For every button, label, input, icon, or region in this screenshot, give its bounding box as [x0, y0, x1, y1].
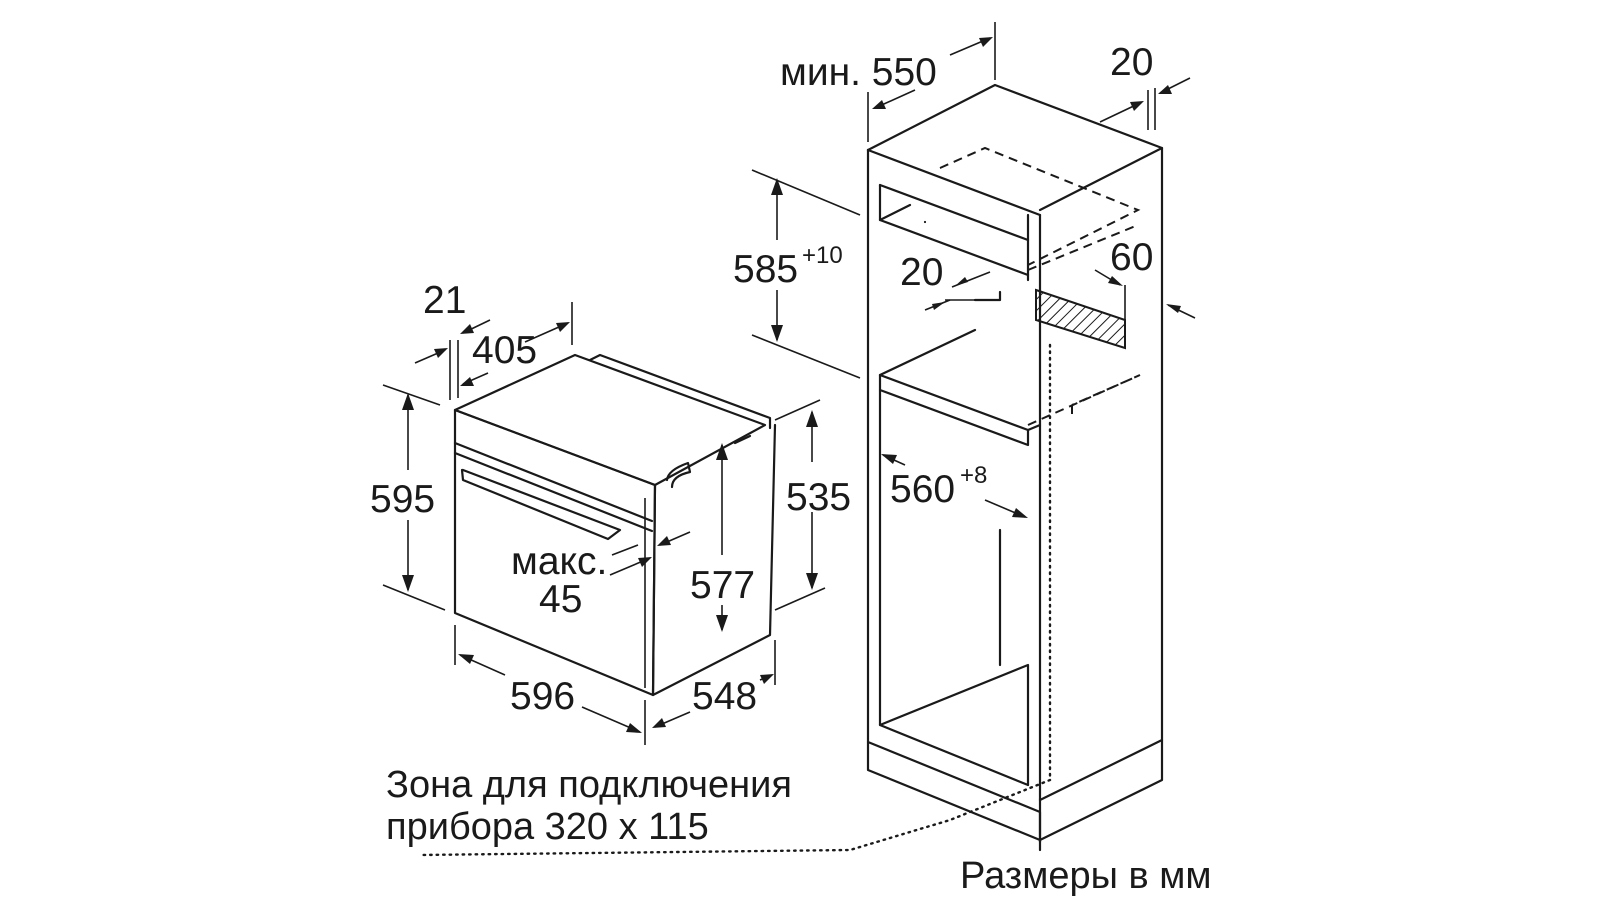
oven-dimensions	[382, 302, 826, 745]
niche-height-tolerance: +10	[802, 242, 843, 269]
oven-depth-21-label: 21	[423, 279, 466, 322]
oven-drawing	[453, 353, 777, 697]
cabinet-top-20-label: 20	[1110, 41, 1153, 84]
cabinet-min-depth-label: мин. 550	[780, 51, 937, 94]
oven-depth-548-label: 548	[692, 675, 757, 718]
niche-height-585-label: 585	[733, 248, 798, 291]
oven-depth-405-label: 405	[472, 329, 537, 372]
connection-zone-line1: Зона для подключения	[386, 764, 792, 806]
max-value: 45	[539, 578, 582, 621]
max-label: макс.	[511, 540, 607, 583]
cabinet-drawing	[418, 83, 1164, 857]
cabinet-dimensions	[751, 22, 1196, 518]
vent-60-label: 60	[1110, 236, 1153, 279]
niche-width-560-label: 560	[890, 468, 955, 511]
oven-width-596-label: 596	[510, 675, 575, 718]
units-note: Размеры в мм	[960, 855, 1211, 897]
oven-height-595-label: 595	[370, 478, 435, 521]
inner-gap-20-label: 20	[900, 251, 943, 294]
oven-height-577-label: 577	[690, 564, 755, 607]
oven-height-535-label: 535	[786, 476, 851, 519]
niche-width-tolerance: +8	[960, 462, 987, 489]
connection-zone-line2: прибора 320 x 115	[386, 806, 709, 848]
